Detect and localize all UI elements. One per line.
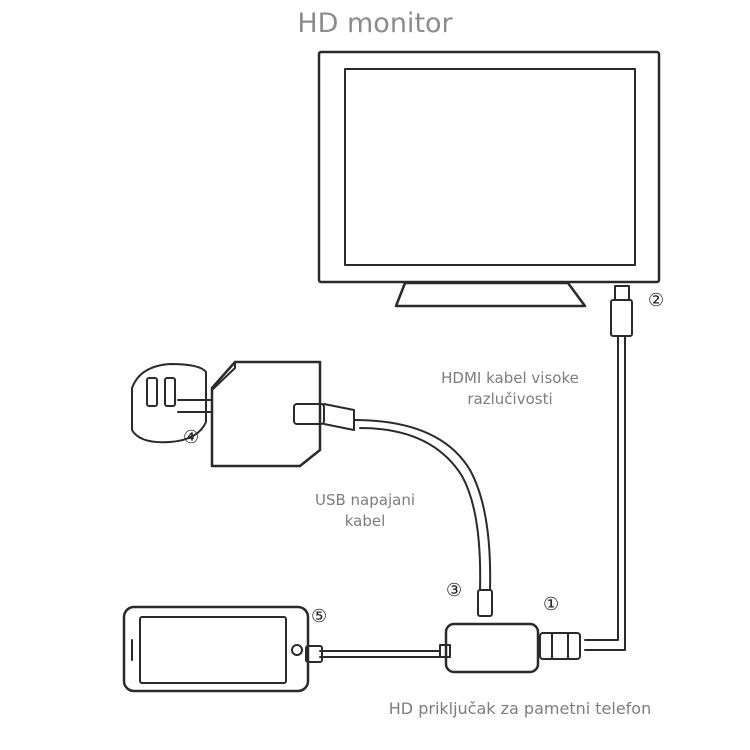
phone-cable (305, 645, 441, 663)
phone-body (122, 605, 310, 693)
hdmi-cable-wire (584, 335, 626, 651)
usb-cable-label: USB napajani kabel (300, 490, 430, 532)
hdmi-plug-housing (610, 299, 633, 337)
charger-prongs (177, 399, 213, 413)
usb-cable-wire (353, 419, 492, 591)
monitor-screen (344, 68, 636, 266)
phone-screen (139, 616, 287, 684)
marker-3: ③ (446, 580, 463, 601)
usb-charger (177, 360, 355, 468)
monitor-bezel (317, 50, 661, 284)
smartphone (122, 605, 310, 693)
socket-slot-left (146, 377, 158, 407)
usb-cable-label-line2: kabel (344, 512, 386, 530)
usb-plug-bottom (477, 589, 493, 617)
marker-2: ② (648, 290, 665, 311)
charger-body (210, 360, 322, 468)
hd-adapter (439, 622, 540, 674)
hdmi-cable (539, 285, 633, 660)
usb-port-plug (293, 403, 325, 425)
hdmi-cable-label-line1: HDMI kabel visoke (441, 369, 579, 387)
wall-socket (131, 363, 207, 444)
socket-plate (131, 363, 207, 444)
marker-4: ④ (183, 427, 200, 448)
marker-1: ① (543, 594, 560, 615)
hdmi-plug-bottom (539, 632, 581, 660)
hdmi-cable-label-line2: razlučivosti (467, 390, 553, 408)
usb-cable (353, 419, 493, 617)
diagram-title: HD monitor (297, 8, 453, 39)
adapter-body (444, 622, 540, 674)
phone-cable-plug (305, 645, 323, 663)
phone-cable-wire (319, 650, 441, 658)
hdmi-cable-label: HDMI kabel visoke razlučivosti (410, 368, 610, 410)
marker-5: ⑤ (311, 606, 328, 627)
adapter-label: HD priključak za pametni telefon (388, 699, 652, 718)
monitor (317, 50, 661, 308)
socket-slot-right (164, 377, 176, 407)
hdmi-plug-top (614, 285, 630, 301)
usb-cable-label-line1: USB napajani (314, 491, 415, 509)
phone-home-button (291, 644, 303, 656)
monitor-stand (394, 281, 587, 308)
usb-plug-head (323, 403, 355, 431)
